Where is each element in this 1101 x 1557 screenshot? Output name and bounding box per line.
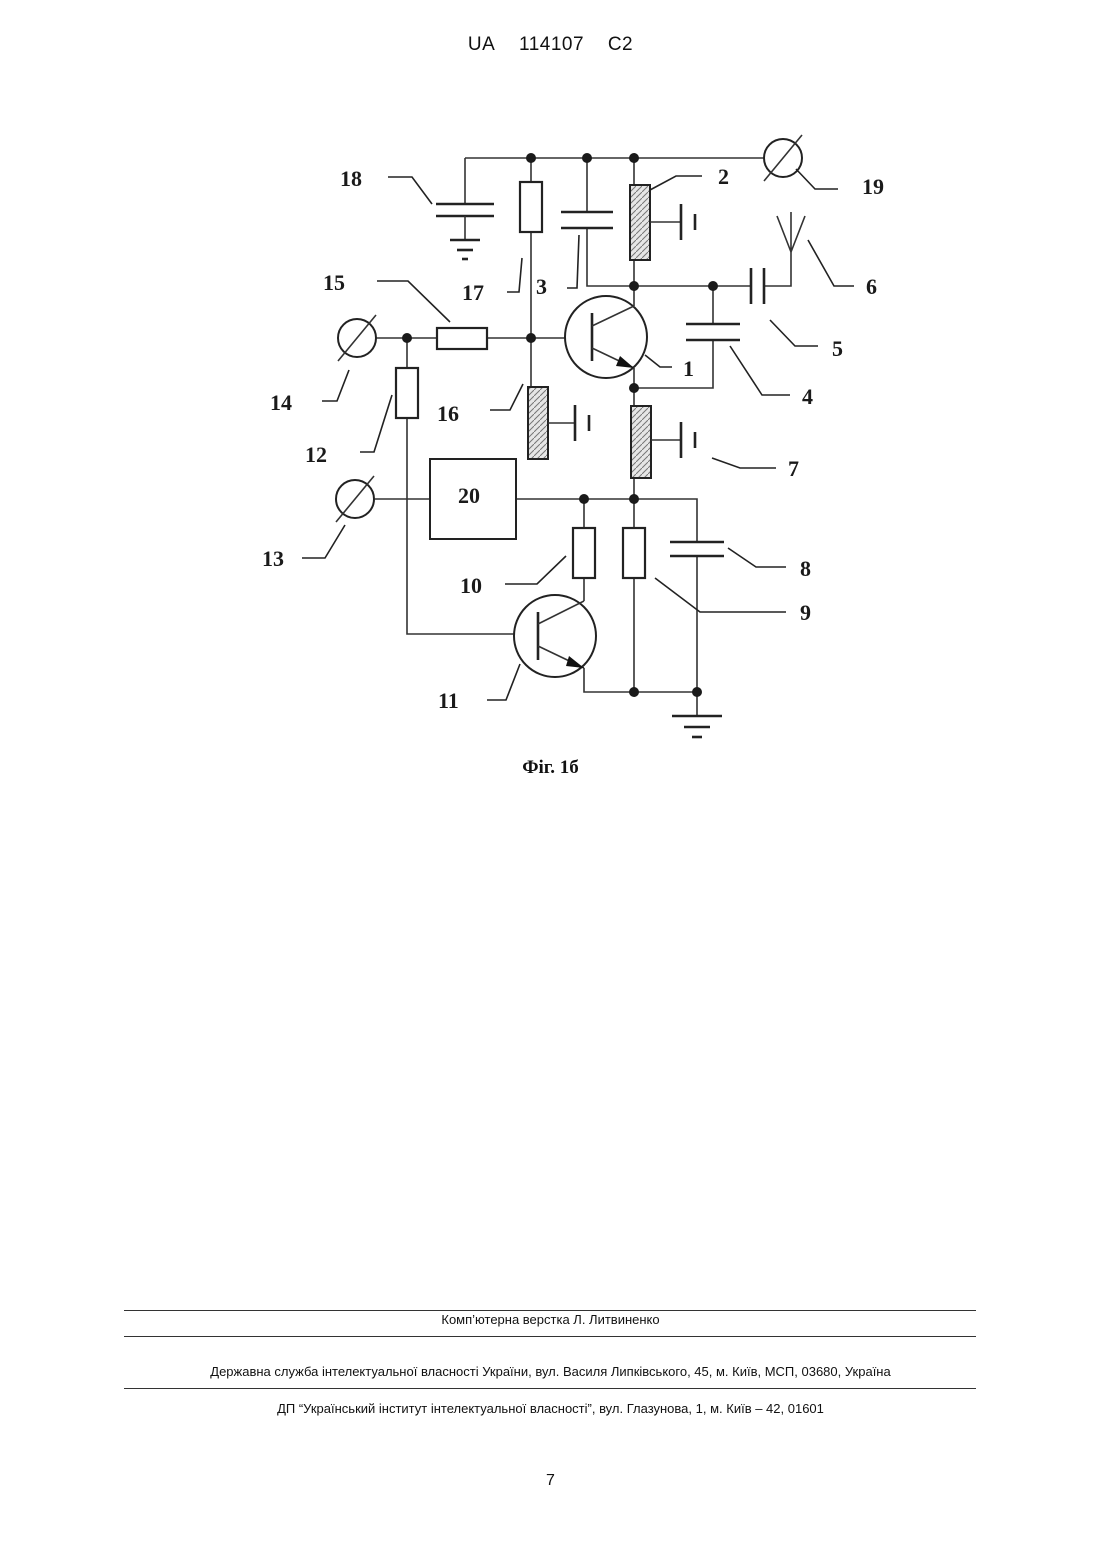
footer-rule-middle [124,1336,976,1337]
label-18: 18 [340,166,362,191]
inductor-2 [630,185,695,260]
label-17: 17 [462,280,484,305]
footer-rule-bottom [124,1388,976,1389]
label-4: 4 [802,384,813,409]
label-16: 16 [437,401,459,426]
capacitor-4 [686,324,740,340]
terminal-13 [336,476,374,522]
inductor-16 [528,387,589,459]
resistor-9 [623,528,645,578]
inductor-7 [631,406,695,478]
terminal-14 [338,315,376,361]
footer-rule-top [124,1310,976,1311]
resistor-12 [396,368,418,418]
resistor-15 [437,328,487,349]
transistor-1 [565,296,647,378]
figure-caption: Фіг. 1б [0,757,1101,779]
label-14: 14 [270,390,292,415]
layout-credit: Комп’ютерна верстка Л. Литвиненко [0,1312,1101,1327]
label-9: 9 [800,600,811,625]
agency-address: Державна служба інтелектуальної власност… [0,1364,1101,1379]
ground-symbol [672,716,722,737]
capacitor-8 [670,542,724,556]
label-15: 15 [323,270,345,295]
page-number: 7 [0,1472,1101,1490]
resistor-10 [573,528,595,578]
label-5: 5 [832,336,843,361]
terminal-19 [764,135,802,181]
antenna-6 [777,212,805,252]
label-8: 8 [800,556,811,581]
resistor-17 [520,182,542,232]
label-6: 6 [866,274,877,299]
institute-address: ДП “Український інститут інтелектуальної… [0,1401,1101,1416]
capacitor-5 [751,268,764,304]
transistor-11 [514,595,596,677]
label-7: 7 [788,456,799,481]
label-10: 10 [460,573,482,598]
capacitor-3 [561,212,613,228]
label-3: 3 [536,274,547,299]
label-13: 13 [262,546,284,571]
capacitor-18 [436,204,494,259]
label-2: 2 [718,164,729,189]
label-19: 19 [862,174,884,199]
label-12: 12 [305,442,327,467]
label-20: 20 [458,483,480,508]
label-1: 1 [683,356,694,381]
label-11: 11 [438,688,459,713]
circuit-diagram: 18 19 2 17 3 15 6 5 1 4 14 16 12 7 20 13… [0,0,1101,800]
